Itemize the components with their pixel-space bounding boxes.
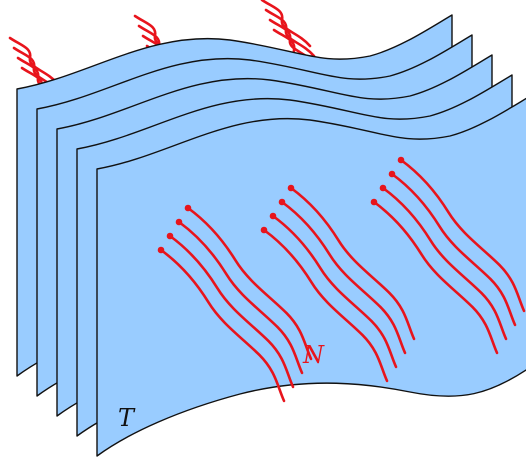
fiber-22 [264, 8, 316, 58]
fiber-endpoint-11 [379, 184, 387, 192]
fiber-endpoint-4 [157, 246, 165, 254]
fiber-endpoint-12 [370, 198, 378, 206]
sheet-label: T [118, 404, 135, 432]
fiber-endpoint-5 [287, 184, 295, 192]
fiber-endpoint-1 [184, 204, 192, 212]
fiber-bundle [157, 156, 526, 403]
fiber-12 [372, 200, 499, 355]
fiber-5 [289, 186, 416, 341]
fiber-endpoint-6 [278, 198, 286, 206]
fiber-4 [159, 248, 286, 403]
fiber-21 [260, 0, 312, 48]
sheet-5 [96, 97, 526, 457]
fiber-endpoint-3 [166, 232, 174, 240]
fiber-2 [177, 220, 304, 375]
fiber-11 [381, 186, 508, 341]
fiber-10 [390, 172, 517, 327]
fiber-6 [280, 200, 407, 355]
fiber-endpoint-2 [175, 218, 183, 226]
fiber-1 [186, 206, 313, 361]
fiber-13 [8, 36, 60, 86]
fiber-3 [168, 234, 295, 389]
fiber-endpoint-7 [269, 212, 277, 220]
fiber-endpoint-9 [397, 156, 405, 164]
fiber-9 [399, 158, 526, 313]
fiber-label: N [303, 341, 324, 369]
fiber-endpoint-10 [388, 170, 396, 178]
fiber-8 [262, 228, 389, 383]
fiber-endpoint-8 [260, 226, 268, 234]
fiber-7 [271, 214, 398, 369]
